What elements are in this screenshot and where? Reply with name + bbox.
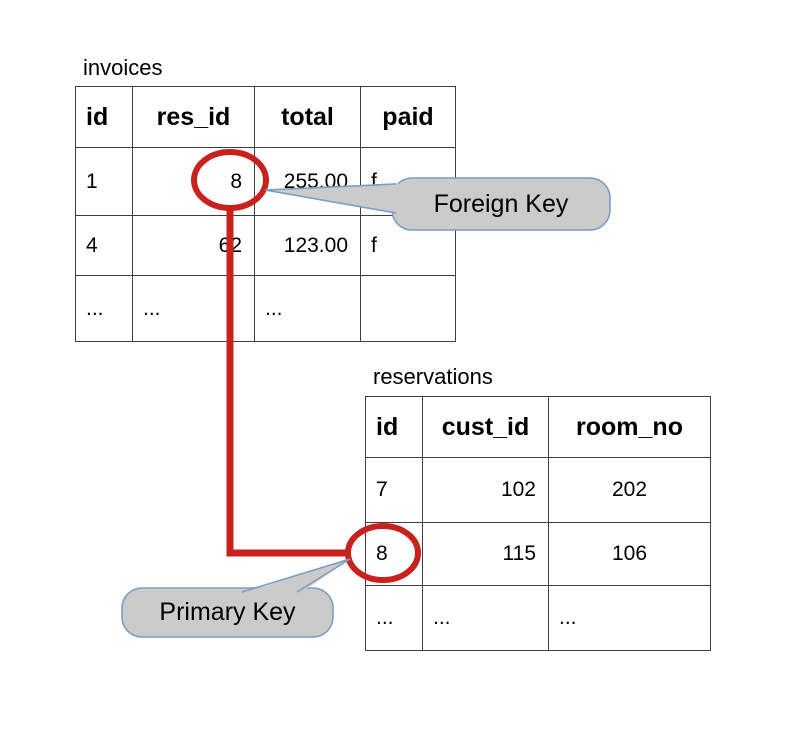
invoices-table: id res_id total paid 1 8 255.00 f 4 62 1… [75, 86, 456, 342]
primary-key-callout-tail-edge-right [296, 558, 351, 593]
invoices-r2-total: 123.00 [254, 215, 361, 276]
invoices-r3-total: ... [254, 275, 361, 342]
primary-key-callout-tail [240, 559, 350, 594]
reservations-r1-cust_id: 102 [422, 457, 549, 523]
reservations-header-cust_id: cust_id [422, 396, 549, 458]
invoices-r3-id: ... [75, 275, 133, 342]
reservations-header-row: id cust_id room_no [365, 396, 711, 458]
primary-key-callout-bubble [121, 587, 334, 638]
reservations-r3-room_no: ... [548, 585, 711, 651]
invoices-header-id: id [75, 86, 133, 148]
invoices-r1-res_id: 8 [132, 147, 255, 216]
reservations-r3-cust_id: ... [422, 585, 549, 651]
invoices-header-total: total [254, 86, 361, 148]
reservations-r3-id: ... [365, 585, 423, 651]
reservations-r2-room_no: 106 [548, 522, 711, 586]
reservations-r1-id: 7 [365, 457, 423, 523]
invoices-header-res_id: res_id [132, 86, 255, 148]
reservations-r2-id: 8 [365, 522, 423, 586]
invoices-r1-id: 1 [75, 147, 133, 216]
reservations-r2-cust_id: 115 [422, 522, 549, 586]
reservations-row-1: 7 102 202 [365, 457, 711, 523]
invoices-r2-paid: f [360, 215, 456, 276]
reservations-table: id cust_id room_no 7 102 202 8 115 106 .… [365, 396, 711, 651]
invoices-r2-res_id: 62 [132, 215, 255, 276]
invoices-row-ellipsis: ... ... ... [75, 275, 456, 342]
invoices-header-row: id res_id total paid [75, 86, 456, 148]
invoices-row-1: 1 8 255.00 f [75, 147, 456, 216]
invoices-header-paid: paid [360, 86, 456, 148]
invoices-r3-paid [360, 275, 456, 342]
reservations-header-room_no: room_no [548, 396, 711, 458]
reservations-header-id: id [365, 396, 423, 458]
invoices-r3-res_id: ... [132, 275, 255, 342]
invoices-r1-paid: f [360, 147, 456, 216]
reservations-row-2: 8 115 106 [365, 522, 711, 586]
invoices-table-title: invoices [83, 55, 163, 80]
invoices-r1-total: 255.00 [254, 147, 361, 216]
invoices-r2-id: 4 [75, 215, 133, 276]
reservations-table-title: reservations [373, 364, 493, 389]
reservations-row-ellipsis: ... ... ... [365, 585, 711, 651]
invoices-row-2: 4 62 123.00 f [75, 215, 456, 276]
reservations-r1-room_no: 202 [548, 457, 711, 523]
primary-key-callout-tail-edge-left [241, 558, 351, 593]
primary-key-callout-label: Primary Key [159, 598, 296, 626]
